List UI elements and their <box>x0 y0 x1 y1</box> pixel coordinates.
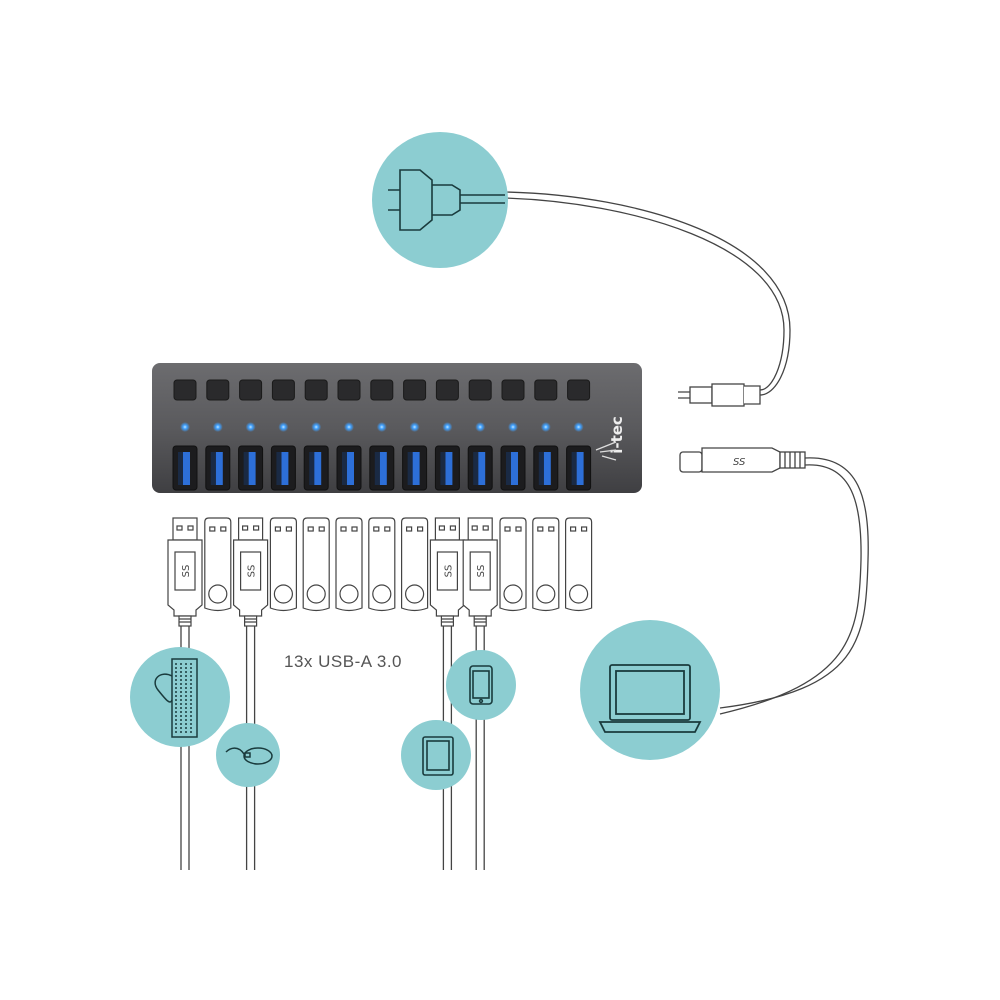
laptop-icon <box>598 664 702 733</box>
port-status-led <box>180 422 190 432</box>
usb-flash-drive <box>401 517 429 612</box>
usb-a-port <box>500 445 526 491</box>
usb-a-cable-plug: SS <box>429 517 465 627</box>
port-status-led <box>508 422 518 432</box>
port-power-button[interactable] <box>337 379 361 401</box>
smartphone-icon <box>469 665 493 705</box>
keyboard-circle <box>130 647 230 747</box>
port-status-led <box>212 422 223 432</box>
port-status-led <box>442 422 453 432</box>
port-status-led <box>409 422 420 432</box>
usb-flash-drive <box>499 517 527 612</box>
usb-a-port <box>402 445 428 491</box>
port-status-led <box>573 422 584 432</box>
usb-flash-drive <box>302 517 330 612</box>
port-power-button[interactable] <box>501 379 525 401</box>
usb-a-port <box>434 445 460 491</box>
port-power-button[interactable] <box>534 379 558 401</box>
port-power-button[interactable] <box>239 379 263 401</box>
brand-logo-mark <box>595 441 617 461</box>
usb-flash-drive <box>204 517 232 612</box>
tablet-circle <box>401 720 471 790</box>
svg-text:SS: SS <box>181 565 192 578</box>
usb-a-cable-plug: SS <box>233 517 269 627</box>
usb-hub: i-tec <box>152 363 642 493</box>
port-power-button[interactable] <box>403 379 427 401</box>
usb-a-port <box>369 445 395 491</box>
usb-flash-drive <box>565 517 593 612</box>
smartphone-circle <box>446 650 516 720</box>
port-status-led <box>311 422 322 432</box>
port-power-button[interactable] <box>173 379 197 401</box>
usb-a-cable-plug: SS <box>167 517 203 627</box>
svg-text:SS: SS <box>476 565 487 578</box>
power-plug-icon <box>388 169 505 231</box>
usb-a-port <box>238 445 264 491</box>
mouse-icon <box>225 747 273 765</box>
usb-a-cable-plug: SS <box>462 517 498 627</box>
port-status-led <box>245 422 256 432</box>
brand-logo: i-tec <box>608 416 626 454</box>
port-status-led <box>540 422 551 432</box>
port-power-button[interactable] <box>304 379 328 401</box>
usb-a-port <box>205 445 231 491</box>
mouse-circle <box>216 723 280 787</box>
svg-text:SS: SS <box>733 457 746 468</box>
port-power-button[interactable] <box>206 379 230 401</box>
usb-a-port <box>303 445 329 491</box>
tablet-icon <box>422 736 454 776</box>
laptop-circle <box>580 620 720 760</box>
port-status-led <box>344 422 354 432</box>
port-power-button[interactable] <box>435 379 459 401</box>
port-power-button[interactable] <box>271 379 295 401</box>
usb-b-connector: SS <box>679 447 806 473</box>
usb-flash-drive <box>335 517 363 612</box>
upstream-usb-cable <box>719 457 869 715</box>
usb-flash-drive <box>532 517 560 612</box>
port-power-button[interactable] <box>567 379 591 401</box>
usb-a-port <box>467 445 493 491</box>
power-plug-circle <box>372 132 508 268</box>
svg-text:SS: SS <box>443 565 454 578</box>
usb-flash-drive <box>269 517 297 612</box>
usb-flash-drive <box>368 517 396 612</box>
dc-jack <box>678 383 761 407</box>
port-status-led <box>376 422 387 432</box>
power-cable <box>504 191 791 396</box>
usb-a-port <box>566 445 592 491</box>
keyboard-icon <box>154 658 198 738</box>
port-power-button[interactable] <box>468 379 492 401</box>
usb-a-port <box>270 445 296 491</box>
port-status-led <box>278 422 289 432</box>
svg-text:SS: SS <box>247 565 258 578</box>
port-status-led <box>475 422 486 432</box>
port-count-caption: 13x USB-A 3.0 <box>284 652 403 671</box>
usb-a-port <box>336 445 362 491</box>
port-power-button[interactable] <box>370 379 394 401</box>
usb-a-port <box>172 445 198 491</box>
usb-a-port <box>533 445 559 491</box>
